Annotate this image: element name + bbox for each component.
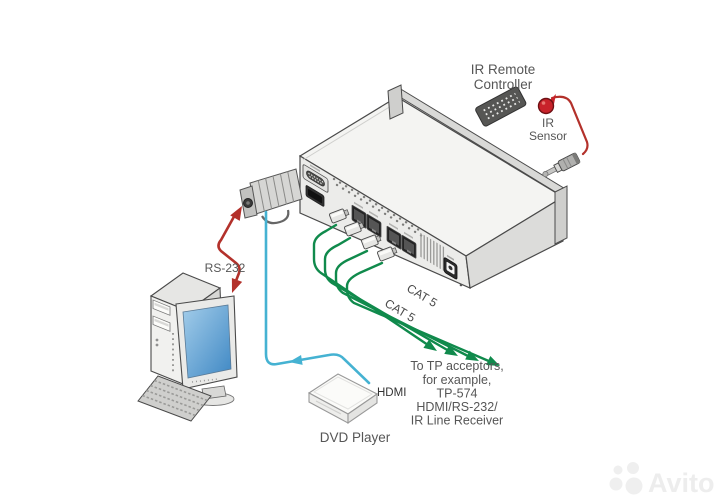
rs232-arrowhead-device	[230, 206, 242, 221]
hdmi-input-port	[305, 185, 325, 207]
watermark-logo-dot	[625, 477, 643, 495]
ir-sensor-cable	[550, 95, 589, 156]
rj45-port-2	[366, 210, 382, 238]
jack-body-band	[571, 152, 581, 165]
db9-serial-port	[302, 164, 329, 193]
keyboard-key-row	[146, 389, 200, 412]
hdmi-arrowhead	[289, 355, 303, 365]
cat5-arrowhead	[423, 339, 437, 351]
db9-pins-row	[309, 175, 323, 185]
rj45-cable-plugs	[328, 208, 398, 262]
rj45-plug-2	[343, 221, 365, 237]
rs232-label: RS-232	[205, 261, 246, 275]
drive-bay-1	[152, 299, 171, 316]
ir-remote-label-line2: Controller	[474, 77, 533, 92]
hdmi-label: HDMI	[377, 387, 406, 399]
computer	[137, 272, 238, 422]
watermark-logo-dot	[627, 462, 639, 474]
db9-pins-row	[308, 172, 324, 183]
ir-sensor-highlight	[541, 101, 546, 105]
dvd-disc-slot	[315, 400, 342, 415]
watermark: Avito	[609, 462, 715, 498]
rj45-plug-4	[376, 246, 398, 262]
db9-port-label-mark	[310, 164, 320, 173]
remote-buttons-row	[485, 96, 518, 116]
rj45-plug-3	[360, 234, 382, 250]
tp-note-line1: To TP acceptors,	[410, 359, 503, 373]
watermark-logo-dot	[613, 465, 623, 475]
rs232-arrowhead-computer	[231, 277, 243, 293]
transmitter-device	[298, 84, 568, 289]
ir-remote-control	[475, 86, 527, 127]
device-top-edge-line	[302, 102, 397, 161]
watermark-text: Avito	[648, 468, 715, 498]
ir-remote-label-line1: IR Remote	[471, 62, 536, 77]
cat5-cable-2	[323, 236, 451, 353]
labels: IR Remote Controller IR Sensor RS-232 CA…	[205, 62, 567, 445]
cat5-label-upper: CAT 5	[404, 281, 440, 310]
cat5-cable-3	[334, 249, 472, 359]
rs232-cable	[217, 211, 241, 288]
tp-note-line4: HDMI/RS-232/	[416, 400, 498, 414]
cat5-arrowhead	[465, 350, 479, 361]
monitor-screen	[182, 304, 232, 379]
cat5-arrowhead	[444, 345, 458, 356]
tp-note-line5: IR Line Receiver	[411, 414, 503, 428]
cat5-arrows	[423, 339, 500, 366]
dvd-player-label: DVD Player	[320, 430, 391, 445]
audio-jack-plug	[542, 152, 581, 178]
drive-bay-2	[152, 315, 171, 332]
dvd-top-inset	[312, 376, 374, 410]
ir-sensor	[537, 94, 556, 115]
vent-grille	[420, 232, 445, 272]
tower-button	[155, 338, 159, 342]
cat5-cable-1	[312, 223, 430, 347]
device-rim-tab-top	[387, 84, 404, 120]
cat5-arrowhead	[486, 355, 500, 366]
hdmi-cable	[264, 210, 371, 385]
keyboard-key-row	[150, 384, 204, 407]
rj45-port-3	[386, 222, 402, 250]
keyboard-key-row	[142, 394, 196, 417]
tower-button	[155, 343, 159, 347]
device-rim-tab-right	[554, 185, 568, 245]
cat5-cables	[312, 223, 493, 364]
rj45-port-4	[401, 231, 417, 259]
dvd-side-face	[347, 392, 378, 425]
dvd-player	[307, 373, 379, 425]
jack-tip	[542, 171, 549, 178]
ir-sensor-label-line1: IR	[542, 116, 554, 130]
hdmi-cable-connector	[239, 168, 303, 225]
tp-note-line2: for example,	[423, 373, 492, 387]
ir-sensor-bulb	[537, 97, 555, 115]
monitor-control-buttons	[191, 378, 219, 383]
ir-sensor-label-line2: Sensor	[529, 129, 567, 143]
watermark-logo-dot	[609, 477, 623, 491]
cat5-cable-4	[345, 261, 493, 364]
device-right-face	[465, 195, 564, 289]
rj45-plug-1	[328, 208, 350, 224]
rj45-port-1	[351, 201, 367, 229]
chassis-screw	[459, 283, 463, 287]
power-socket	[443, 254, 458, 280]
keyboard-key-row	[154, 379, 208, 402]
tp-note-line3: TP-574	[437, 387, 478, 401]
